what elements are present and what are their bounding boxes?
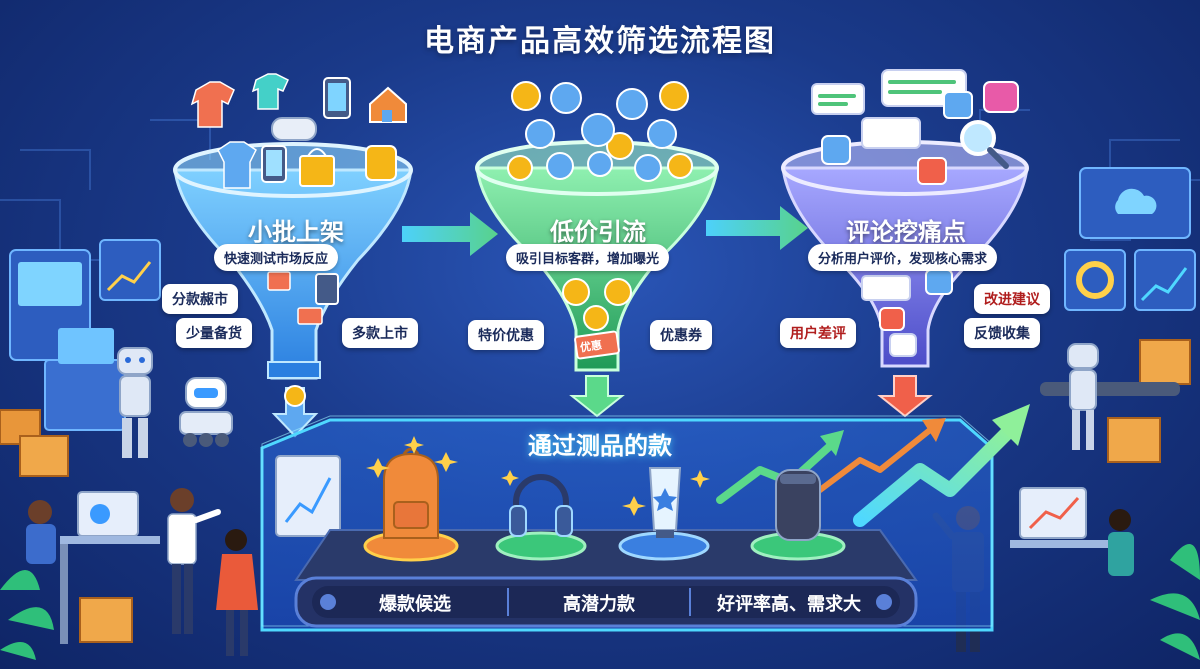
phone-icon (261, 77, 351, 305)
box-icon (0, 409, 133, 643)
result-title: 通过测品的款 (528, 432, 672, 460)
belt-label-1: 爆款候选 (379, 594, 451, 615)
belt-label-2: 高潜力款 (563, 594, 635, 615)
stage-1-subtitle: 快速测试市场反应 (214, 244, 339, 271)
pedestal-2 (495, 531, 587, 561)
stage-3-tag-2: 用户差评 (780, 318, 856, 348)
house-icon (369, 86, 407, 123)
headphones-icon (509, 474, 573, 537)
office-worker-left (26, 491, 160, 644)
page-title: 电商产品高效筛选流程图 (424, 24, 776, 59)
arrow-down-1 (271, 385, 319, 438)
gamepad-icon (271, 117, 317, 141)
coupon-ticket-label: 优惠 (579, 338, 603, 355)
stage-3-title: 评论挖痛点 (846, 218, 966, 246)
chart-icon (275, 455, 341, 537)
tube-icon (648, 467, 682, 538)
coupon-ticket (574, 330, 620, 360)
plant-left (0, 570, 54, 660)
arrow-down-2 (569, 375, 625, 418)
robot-icon (117, 347, 233, 458)
magnifier-icon (960, 120, 1009, 169)
backpack-icon (383, 447, 439, 539)
speaker-icon (775, 469, 821, 541)
stage-1-title: 小批上架 (248, 218, 344, 246)
coin-icon (507, 81, 693, 331)
stage-3-tag-1: 改进建议 (974, 284, 1050, 314)
user-icon (525, 82, 677, 182)
stage-3-tag-3: 反馈收集 (964, 318, 1040, 348)
stage-2-title: 低价引流 (550, 218, 646, 246)
presenter-woman (216, 529, 258, 656)
belt-label-3: 好评率高、需求大 (717, 594, 861, 615)
right-workstation (1064, 167, 1196, 311)
box-icon (1040, 339, 1191, 463)
left-workstation (9, 239, 161, 431)
stage-1-tag-3: 多款上市 (342, 318, 418, 348)
plant-right (1150, 544, 1200, 660)
thumb-down-icon (879, 157, 947, 357)
trend-arrow-large (853, 404, 1030, 527)
tshirt-icon (190, 73, 289, 189)
stage-1-tag-1: 分款赧市 (162, 284, 238, 314)
stage-2-tag-1: 特价优惠 (468, 320, 544, 350)
arrow-1-to-2 (402, 212, 498, 256)
heart-icon (983, 81, 1019, 113)
bag-icon (267, 145, 397, 325)
stage-2-tag-2: 优惠券 (650, 320, 712, 350)
office-worker-right (1010, 487, 1134, 576)
stage-3-subtitle: 分析用户评价，发现核心需求 (808, 244, 998, 271)
arrow-2-to-3 (706, 206, 808, 250)
stage-2-subtitle: 吸引目标客群，增加曝光 (506, 244, 670, 271)
stage-1-tag-2: 少量备货 (176, 318, 252, 348)
sparkle-stars (366, 436, 710, 516)
chat-lines (818, 80, 956, 106)
trend-arrow-small (716, 418, 946, 504)
presenter-man (167, 488, 221, 634)
robot-icon (1067, 343, 1099, 450)
arrow-down-3 (877, 375, 933, 418)
